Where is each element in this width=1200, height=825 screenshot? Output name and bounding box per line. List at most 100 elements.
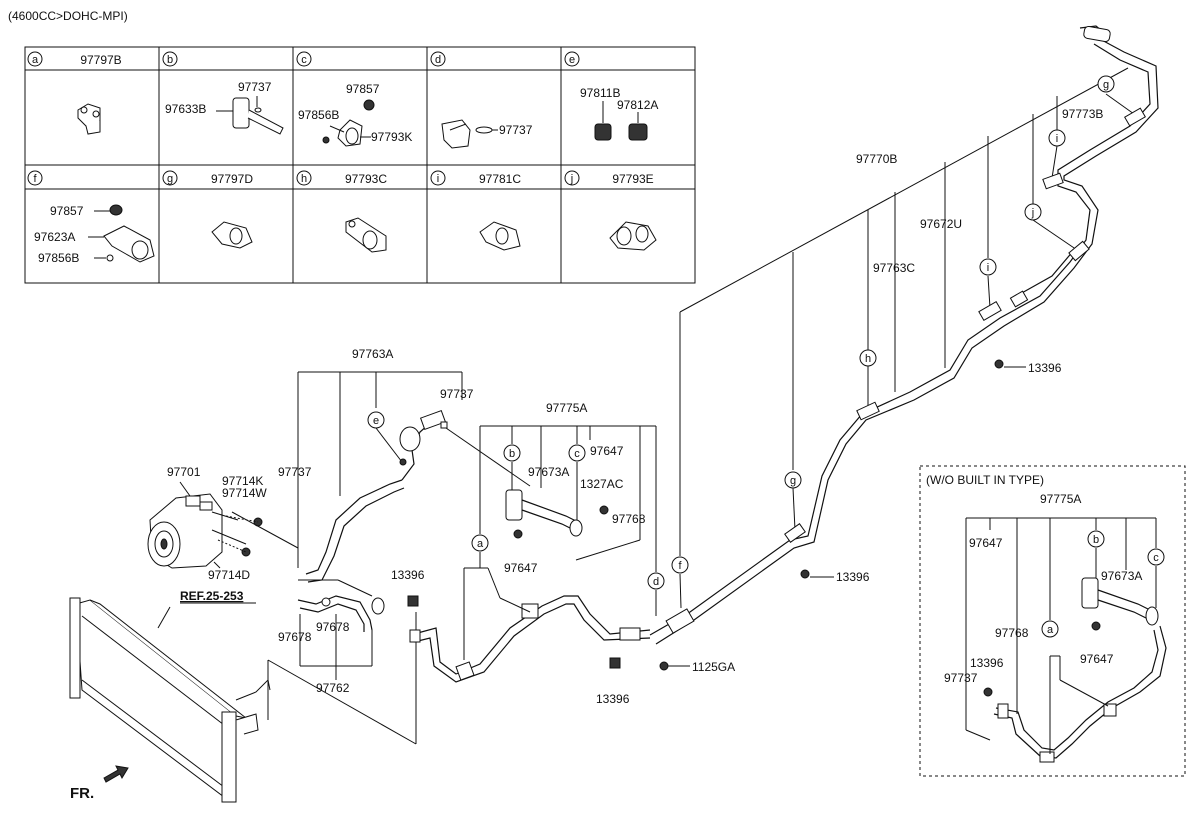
inset-label-97673A: 97673A	[1101, 569, 1142, 583]
svg-text:c: c	[1153, 552, 1159, 564]
cell-f-part-97623A: 97623A	[34, 230, 75, 244]
cell-f-part-97857: 97857	[50, 204, 84, 218]
inset-label-97737: 97737	[944, 671, 978, 685]
table-cell-b: b 97737 97633B	[162, 51, 284, 135]
inset-wo-built-in: (W/O BUILT IN TYPE) 97775A b c a 97647 9…	[919, 465, 1186, 777]
label-97714K: 97714K	[222, 474, 263, 488]
suction-hose-97763A: e	[297, 371, 531, 583]
bolt-13396-m	[407, 595, 419, 607]
svg-text:c: c	[574, 448, 580, 460]
cell-letter-a: a	[32, 54, 39, 66]
cell-e-part-97812A: 97812A	[617, 98, 658, 112]
callouts-97775A: b c a d	[471, 444, 665, 590]
cell-c-part-97857: 97857	[346, 82, 380, 96]
svg-text:i: i	[987, 262, 989, 274]
cell-part-g: 97797D	[211, 172, 253, 186]
liquid-line-97775A	[463, 425, 690, 671]
table-cell-d: d 97737	[430, 51, 533, 149]
bolt-13396-r2	[800, 569, 834, 579]
table-cell-e: e 97811B 97812A	[564, 51, 658, 141]
label-97762: 97762	[316, 681, 350, 695]
label-97714W: 97714W	[222, 486, 267, 500]
label-97647-b: 97647	[504, 561, 538, 575]
label-1327AC: 1327AC	[580, 477, 624, 491]
engine-spec-title: (4600CC>DOHC-MPI)	[8, 9, 128, 23]
table-cell-h: h 97793C	[296, 170, 387, 253]
table-cell-a: a 97797B	[27, 51, 122, 135]
svg-text:d: d	[653, 576, 659, 588]
cell-letter-c: c	[301, 54, 307, 66]
rear-callouts: g i j i h g f	[671, 75, 1115, 574]
label-97672U: 97672U	[920, 217, 962, 231]
compressor-97701	[147, 481, 299, 569]
label-FR: FR.	[70, 785, 94, 802]
cell-part-j: 97793E	[612, 172, 653, 186]
bracket-97623A-icon	[88, 204, 155, 263]
label-97714D: 97714D	[208, 568, 250, 582]
table-cell-c: c 97857 97856B 97793K	[296, 51, 412, 147]
svg-text:b: b	[1093, 534, 1099, 546]
cell-letter-b: b	[167, 54, 173, 66]
cell-f-part-97856B: 97856B	[38, 251, 79, 265]
label-97737-b: 97737	[278, 465, 312, 479]
cell-part-h: 97793C	[345, 172, 387, 186]
cell-letter-g: g	[167, 173, 173, 185]
inset-label-97647-b: 97647	[1080, 652, 1114, 666]
parts-table: a 97797B b 97737 97633B	[24, 46, 696, 284]
label-97768: 97768	[612, 512, 646, 526]
cell-d-part-97737: 97737	[499, 123, 533, 137]
bolt-13396-r1	[994, 359, 1026, 369]
label-13396-r1: 13396	[1028, 361, 1062, 375]
label-97775A: 97775A	[546, 401, 587, 415]
label-13396-b: 13396	[596, 692, 630, 706]
label-13396-r2: 13396	[836, 570, 870, 584]
label-97673A: 97673A	[528, 465, 569, 479]
clamp-97793E-icon	[609, 221, 657, 251]
inset-label-13396: 13396	[970, 656, 1004, 670]
label-13396-m: 13396	[391, 568, 425, 582]
rear-clamps	[665, 25, 1146, 634]
svg-text:a: a	[477, 538, 484, 550]
inset-label-97647-a: 97647	[969, 536, 1003, 550]
bracket-97797B-icon	[77, 103, 101, 135]
oring-97737-icon	[441, 119, 498, 149]
cell-letter-i: i	[437, 173, 439, 185]
expansion-valve-icon	[216, 96, 284, 135]
condenser	[69, 597, 271, 803]
cell-c-part-97856B: 97856B	[298, 108, 339, 122]
svg-text:g: g	[790, 475, 796, 487]
cell-e-part-97811B: 97811B	[580, 86, 620, 100]
label-97773B: 97773B	[1062, 107, 1103, 121]
cell-part-i: 97781C	[479, 172, 521, 186]
label-1125GA: 1125GA	[692, 660, 735, 674]
inset-border	[919, 465, 1186, 777]
label-97763A: 97763A	[352, 347, 393, 361]
cell-letter-f: f	[33, 173, 37, 185]
label-97737-a: 97737	[440, 387, 474, 401]
liquid-pipe	[267, 595, 651, 745]
svg-text:j: j	[1031, 207, 1034, 219]
inset-title: (W/O BUILT IN TYPE)	[926, 473, 1044, 487]
clamp-97781C-icon	[479, 221, 521, 251]
label-97770B: 97770B	[856, 152, 897, 166]
label-97647-a: 97647	[590, 444, 624, 458]
cell-letter-d: d	[435, 54, 441, 66]
cell-c-part-97793K: 97793K	[371, 130, 412, 144]
label-97678-b: 97678	[316, 620, 350, 634]
table-cell-g: g 97797D	[162, 170, 253, 249]
inset-label-97768: 97768	[995, 626, 1029, 640]
cell-letter-h: h	[301, 173, 307, 185]
discharge-hose-97762	[297, 579, 385, 680]
svg-text:g: g	[1103, 79, 1109, 91]
ref-25-253: REF.25-253	[180, 589, 244, 603]
clamp-97793K-icon	[322, 99, 375, 147]
table-cell-j: j 97793E	[564, 170, 657, 251]
svg-text:h: h	[865, 353, 871, 365]
label-97701: 97701	[167, 465, 201, 479]
label-97678-a: 97678	[278, 630, 312, 644]
main-assembly: g i j i h g f 97770B 97773B 97672U 97763…	[69, 25, 1159, 803]
svg-text:b: b	[509, 448, 515, 460]
svg-text:e: e	[373, 415, 379, 427]
